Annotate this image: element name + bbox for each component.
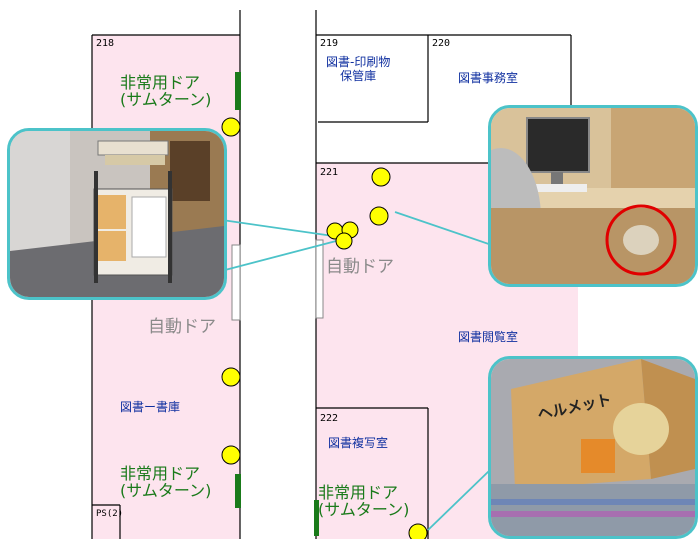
- room-name-220: 図書事務室: [458, 71, 519, 85]
- room-number-221: 221: [320, 167, 339, 178]
- room-219-area: [318, 35, 428, 122]
- photo-helmet-box: ヘルメット: [488, 356, 698, 539]
- photo-helmet-stand: [7, 128, 227, 300]
- highlight-circle: [605, 204, 677, 276]
- room-name-222: 図書複写室: [328, 436, 389, 450]
- room-name-219: 図書-印刷物 保管庫: [326, 55, 391, 83]
- helmet-stand-illustration: [10, 131, 224, 297]
- room-222-area: [316, 408, 428, 539]
- room-number-218: 218: [96, 38, 115, 49]
- room-number-222: 222: [320, 413, 339, 424]
- marker: [335, 232, 353, 250]
- marker: [221, 367, 241, 387]
- marker: [369, 206, 389, 226]
- room-number-ps: PS(2): [96, 509, 124, 519]
- emergency-door-label-218-bottom: 非常用ドア (サムターン): [120, 464, 212, 500]
- room-name-218: 図書ー書庫: [120, 400, 181, 414]
- marker: [221, 445, 241, 465]
- marker: [408, 523, 428, 539]
- emergency-door-222: [314, 500, 319, 536]
- photo-desk-helmet: [488, 105, 698, 287]
- auto-door-right-leaf: [315, 239, 324, 319]
- auto-door-label-left: 自動ドア: [148, 317, 216, 337]
- emergency-door-label-222: 非常用ドア (サムターン): [318, 483, 410, 519]
- marker: [371, 167, 391, 187]
- room-name-221: 図書閲覧室: [458, 330, 519, 344]
- emergency-door-218-top: [235, 72, 241, 110]
- room-number-219: 219: [320, 38, 339, 49]
- emergency-door-218-bottom: [235, 474, 241, 508]
- auto-door-left-leaf: [231, 244, 241, 321]
- auto-door-label-right: 自動ドア: [326, 257, 394, 277]
- helmet-box-illustration: [491, 359, 695, 536]
- marker: [221, 117, 241, 137]
- callout-lines: [221, 211, 513, 531]
- helmet-markers: [221, 117, 428, 539]
- room-number-220: 220: [432, 38, 451, 49]
- emergency-door-label-218-top: 非常用ドア (サムターン): [120, 73, 212, 109]
- desk-helmet-illustration: [491, 108, 695, 284]
